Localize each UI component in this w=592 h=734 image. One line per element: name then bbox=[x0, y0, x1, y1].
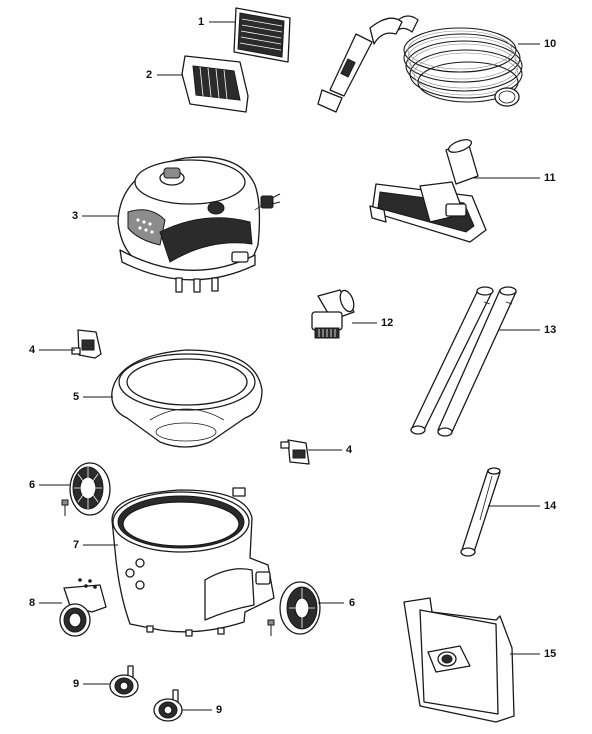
part-13-wands bbox=[410, 286, 517, 437]
callout-15: 15 bbox=[544, 648, 557, 660]
callout-6-left: 6 bbox=[29, 479, 36, 491]
part-5-filter-basket bbox=[111, 349, 263, 448]
part-4-latch-right bbox=[280, 439, 310, 465]
part-15-dust-bag bbox=[403, 597, 515, 723]
part-6-wheel-right bbox=[267, 581, 321, 636]
callout-10: 10 bbox=[544, 38, 557, 50]
part-10-hose bbox=[317, 15, 523, 113]
part-9-caster-b bbox=[153, 689, 183, 722]
part-8-inlet bbox=[59, 578, 107, 637]
part-6-wheel-left bbox=[61, 462, 111, 516]
callout-5: 5 bbox=[73, 391, 80, 403]
part-12-brush bbox=[311, 289, 355, 339]
callout-6-right: 6 bbox=[349, 597, 356, 609]
callout-1: 1 bbox=[198, 16, 205, 28]
callout-14: 14 bbox=[544, 500, 557, 512]
part-2-filter-holder bbox=[181, 55, 249, 113]
callout-4-left: 4 bbox=[29, 344, 36, 356]
callout-7: 7 bbox=[73, 539, 80, 551]
part-14-crevice-tool bbox=[460, 467, 501, 557]
callout-9-upper: 9 bbox=[73, 678, 80, 690]
callout-8: 8 bbox=[29, 597, 36, 609]
part-9-caster-a bbox=[109, 665, 139, 698]
callout-2: 2 bbox=[146, 69, 153, 81]
callout-13: 13 bbox=[544, 324, 557, 336]
part-11-floor-nozzle bbox=[369, 139, 487, 243]
callout-3: 3 bbox=[72, 210, 79, 222]
callout-9-lower: 9 bbox=[216, 704, 223, 716]
callout-11: 11 bbox=[544, 172, 556, 184]
part-1-filter-grille bbox=[233, 7, 291, 63]
callout-12: 12 bbox=[381, 317, 394, 329]
part-3-motor-head bbox=[117, 156, 281, 293]
part-7-tank bbox=[111, 487, 275, 637]
callout-4-right: 4 bbox=[346, 444, 353, 456]
part-4-latch-left bbox=[71, 329, 102, 359]
